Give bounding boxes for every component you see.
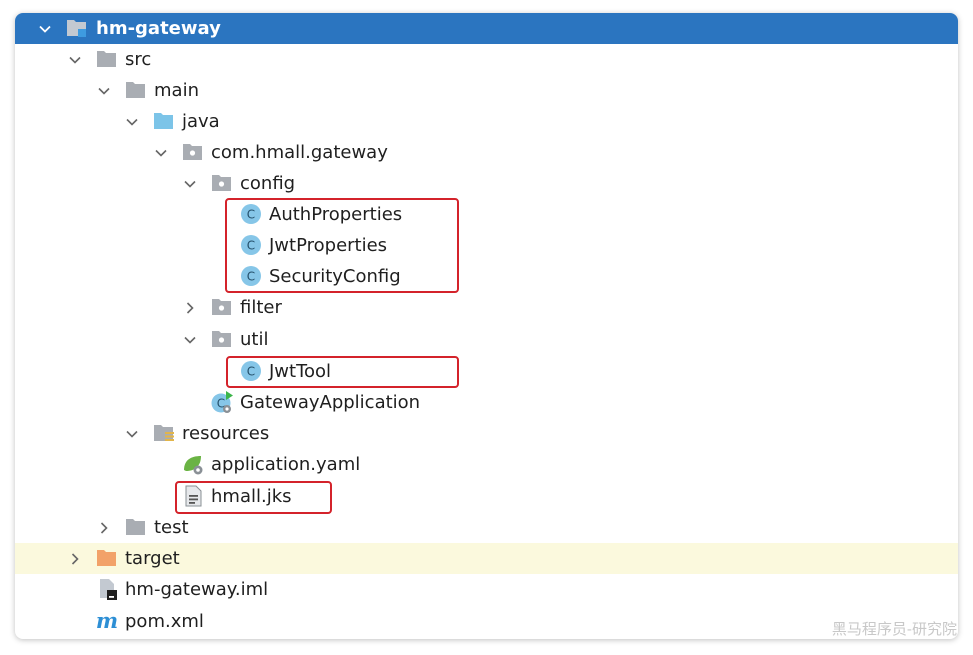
tree-item-label: java: [182, 111, 220, 132]
chevron-down-icon[interactable]: [122, 418, 142, 449]
module-folder-icon: [65, 16, 89, 40]
excluded-folder-icon: [95, 546, 119, 570]
tree-item-jwt-properties[interactable]: C JwtProperties: [15, 230, 958, 261]
svg-text:m: m: [96, 609, 118, 633]
tree-item-label: src: [125, 49, 152, 70]
chevron-down-icon[interactable]: [180, 168, 200, 199]
tree-item-util[interactable]: util: [15, 324, 958, 355]
tree-item-security-config[interactable]: C SecurityConfig: [15, 261, 958, 292]
package-icon: [210, 327, 234, 351]
tree-item-hmall-jks[interactable]: hmall.jks: [15, 481, 958, 512]
tree-item-label: GatewayApplication: [240, 392, 421, 413]
tree-item-label: JwtProperties: [269, 235, 388, 256]
tree-item-label: target: [125, 548, 180, 569]
package-icon: [181, 140, 205, 164]
tree-item-java[interactable]: java: [15, 106, 958, 137]
folder-icon: [95, 47, 119, 71]
chevron-down-icon[interactable]: [180, 324, 200, 355]
tree-item-application-yaml[interactable]: application.yaml: [15, 449, 958, 480]
tree-item-label: hm-gateway.iml: [125, 579, 269, 600]
tree-item-hm-gateway[interactable]: hm-gateway: [15, 13, 958, 44]
tree-item-jwt-tool[interactable]: C JwtTool: [15, 356, 958, 387]
tree-item-target[interactable]: target: [15, 543, 958, 574]
svg-text:C: C: [217, 397, 225, 411]
tree-item-package[interactable]: com.hmall.gateway: [15, 137, 958, 168]
tree-item-iml[interactable]: hm-gateway.iml: [15, 574, 958, 605]
class-icon: C: [239, 233, 263, 257]
tree-item-label: com.hmall.gateway: [211, 142, 388, 163]
tree-item-label: config: [240, 173, 296, 194]
source-folder-icon: [152, 109, 176, 133]
svg-text:C: C: [247, 365, 255, 379]
chevron-down-icon[interactable]: [94, 75, 114, 106]
svg-text:C: C: [247, 208, 255, 222]
chevron-down-icon[interactable]: [65, 44, 85, 75]
chevron-right-icon[interactable]: [94, 512, 114, 543]
project-tree-panel: hm-gateway src main java: [15, 13, 958, 639]
tree-item-label: resources: [182, 423, 270, 444]
text-file-icon: [181, 484, 205, 508]
tree-item-label: hmall.jks: [211, 486, 292, 507]
tree-item-label: pom.xml: [125, 611, 204, 632]
class-icon: C: [239, 202, 263, 226]
tree-item-label: application.yaml: [211, 454, 361, 475]
tree-item-gateway-application[interactable]: C GatewayApplication: [15, 387, 958, 418]
package-icon: [210, 295, 234, 319]
module-file-icon: [95, 577, 119, 601]
package-icon: [210, 171, 234, 195]
chevron-right-icon[interactable]: [65, 543, 85, 574]
tree-item-pom[interactable]: m pom.xml: [15, 606, 958, 637]
tree-item-test[interactable]: test: [15, 512, 958, 543]
folder-icon: [124, 78, 148, 102]
svg-text:C: C: [247, 239, 255, 253]
tree-item-main[interactable]: main: [15, 75, 958, 106]
spring-boot-class-icon: C: [210, 390, 234, 414]
resources-folder-icon: [152, 421, 176, 445]
maven-icon: m: [95, 609, 119, 633]
tree-item-label: AuthProperties: [269, 204, 403, 225]
tree-item-label: hm-gateway: [96, 18, 221, 39]
tree-item-config[interactable]: config: [15, 168, 958, 199]
class-icon: C: [239, 359, 263, 383]
folder-icon: [124, 515, 148, 539]
chevron-down-icon[interactable]: [122, 106, 142, 137]
tree-item-auth-properties[interactable]: C AuthProperties: [15, 199, 958, 230]
tree-item-resources[interactable]: resources: [15, 418, 958, 449]
svg-text:C: C: [247, 270, 255, 284]
tree-item-filter[interactable]: filter: [15, 292, 958, 323]
spring-config-file-icon: [181, 452, 205, 476]
chevron-down-icon[interactable]: [151, 137, 171, 168]
class-icon: C: [239, 264, 263, 288]
watermark: 黑马程序员-研究院: [831, 620, 957, 638]
chevron-down-icon[interactable]: [35, 13, 55, 44]
tree-item-label: SecurityConfig: [269, 266, 401, 287]
tree-item-label: filter: [240, 297, 282, 318]
chevron-right-icon[interactable]: [180, 292, 200, 323]
tree-item-label: main: [154, 80, 199, 101]
tree-item-label: test: [154, 517, 189, 538]
tree-item-label: util: [240, 329, 269, 350]
tree-item-label: JwtTool: [269, 361, 332, 382]
tree-item-src[interactable]: src: [15, 44, 958, 75]
